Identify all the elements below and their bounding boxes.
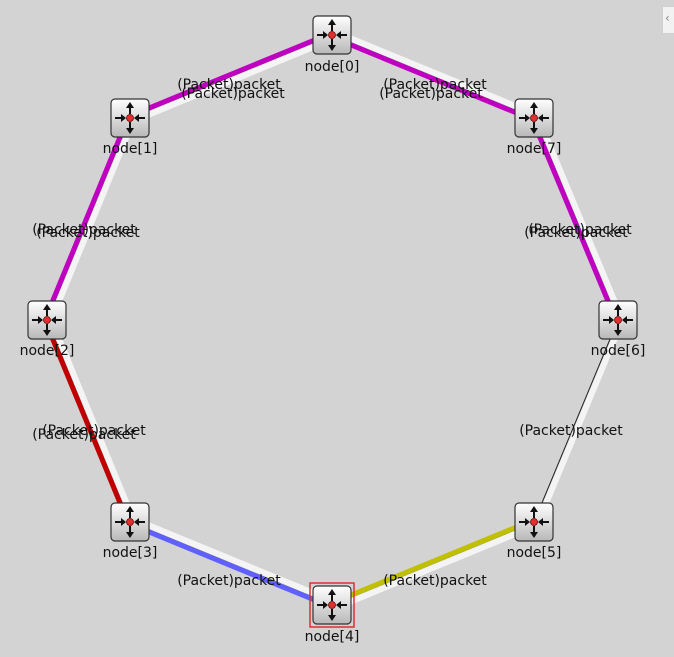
link-activity-highlight	[128, 521, 333, 610]
link-activity-highlight	[42, 116, 131, 321]
router-arrows-icon	[519, 102, 549, 134]
link-0-1	[128, 30, 337, 125]
link-0-7	[330, 28, 539, 123]
link-2-3	[42, 315, 137, 524]
router-arrows-icon	[115, 102, 145, 134]
router-arrows-icon	[519, 506, 549, 538]
node-label: node[6]	[591, 343, 646, 359]
node-label: node[0]	[305, 59, 360, 75]
node-label: node[1]	[103, 141, 158, 157]
node-label: node[2]	[20, 343, 75, 359]
router-core-dot	[328, 601, 336, 609]
node-label: node[7]	[507, 141, 562, 157]
node-6[interactable]	[598, 300, 638, 340]
router-arrows-icon	[317, 589, 347, 621]
link-channel	[128, 515, 337, 605]
link-activity-highlight	[128, 30, 333, 119]
router-core-dot	[126, 114, 134, 122]
router-core-dot	[530, 114, 538, 122]
link-activity-highlight	[330, 34, 535, 123]
link-channel	[534, 113, 625, 322]
link-activity-highlight	[529, 117, 619, 322]
router-arrows-icon	[115, 506, 145, 538]
link-channel	[330, 522, 539, 612]
router-arrows-icon	[32, 304, 62, 336]
packet-label[interactable]: (Packet)packet	[519, 423, 623, 439]
packet-label[interactable]: (Packet)packet	[383, 77, 487, 93]
packet-label[interactable]: (Packet)packet	[383, 573, 487, 589]
router-core-dot	[43, 316, 51, 324]
node-4[interactable]	[309, 582, 355, 628]
node-0[interactable]	[312, 15, 352, 55]
link-activity-highlight	[42, 319, 131, 524]
link-channel	[330, 28, 539, 118]
chevron-left-icon: ‹	[665, 11, 670, 25]
packet-label[interactable]: (Packet)packet	[36, 225, 140, 241]
nodes-layer: node[0] node[1] node[2] node[3] node[4] node[…	[20, 15, 646, 645]
link-channel	[128, 35, 337, 125]
node-7[interactable]	[514, 98, 554, 138]
packet-label[interactable]: (Packet)packet	[42, 423, 146, 439]
router-core-dot	[530, 518, 538, 526]
node-5[interactable]	[514, 502, 554, 542]
packet-label[interactable]: (Packet)packet	[32, 222, 136, 238]
link-3-4	[128, 515, 337, 610]
packet-label[interactable]: (Packet)packet	[177, 573, 281, 589]
router-core-dot	[126, 518, 134, 526]
router-arrows-icon	[317, 19, 347, 51]
link-channel	[47, 315, 137, 524]
link-line	[533, 319, 619, 523]
link-channel	[47, 116, 137, 325]
node-2[interactable]	[27, 300, 67, 340]
router-core-dot	[328, 31, 336, 39]
links-layer	[42, 28, 625, 612]
link-6-5	[533, 318, 625, 527]
node-1[interactable]	[110, 98, 150, 138]
packet-label[interactable]: (Packet)packet	[528, 222, 632, 238]
link-channel	[534, 318, 625, 527]
selection-highlight	[309, 582, 355, 628]
packet-label[interactable]: (Packet)packet	[181, 86, 285, 102]
packet-label[interactable]: (Packet)packet	[524, 225, 628, 241]
router-arrows-icon	[603, 304, 633, 336]
packet-label[interactable]: (Packet)packet	[32, 427, 136, 443]
packet-label[interactable]: (Packet)packet	[379, 86, 483, 102]
node-label: node[5]	[507, 545, 562, 561]
node-3[interactable]	[110, 502, 150, 542]
link-5-4	[330, 517, 539, 612]
node-label: node[4]	[305, 629, 360, 645]
side-panel-tab[interactable]: ‹	[662, 6, 674, 34]
link-activity-highlight	[330, 517, 535, 606]
link-7-6	[529, 113, 625, 322]
router-core-dot	[614, 316, 622, 324]
node-label: node[3]	[103, 545, 158, 561]
link-1-2	[42, 116, 137, 325]
packet-labels-layer: (Packet)packet(Packet)packet(Packet)pack…	[32, 77, 632, 589]
packet-label[interactable]: (Packet)packet	[177, 77, 281, 93]
